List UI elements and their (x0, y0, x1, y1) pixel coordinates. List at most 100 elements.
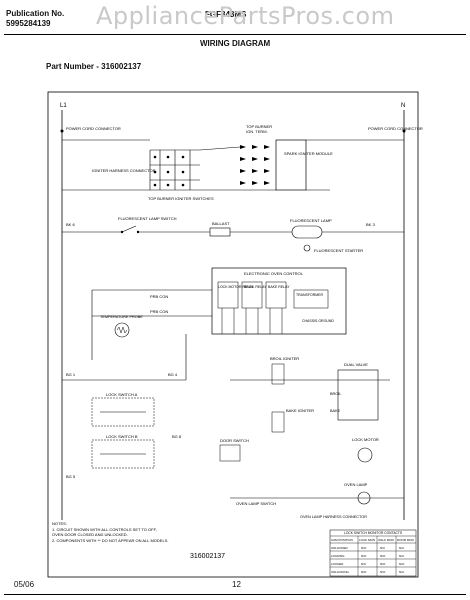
spark-module-label: SPARK IGNITER MODULE (284, 151, 333, 156)
top-burner-switch-bank (149, 149, 200, 191)
dual-valve-box (337, 369, 379, 421)
transformer-label: TRANSFORMER (296, 293, 324, 297)
part-number: Part Number - 316002137 (46, 62, 142, 71)
lock-table-cell: N/O (361, 546, 367, 550)
fluorescent-lamp-label: FLUORESCENT LAMP (290, 218, 332, 223)
lock-table-col-2: UNLK MON (378, 538, 394, 542)
fluorescent-switch-blade (121, 225, 137, 233)
ballast-box (209, 227, 231, 237)
n-label: N (401, 103, 405, 109)
fluorescent-lamp-tube (291, 225, 323, 239)
lock-table-cell: N/O (380, 570, 386, 574)
power-cord-left-label: POWER CORD CONNECTOR (66, 126, 121, 131)
l1-label: L1 (60, 103, 67, 109)
lock-table-cell: UNLOCKING (331, 570, 350, 574)
diagram-part-number: 316002137 (190, 553, 225, 560)
bake-igniter-label: BAKE IGNITER (286, 408, 314, 413)
footer-date: 05/06 (14, 580, 35, 589)
lock-table-col-1: LOCK MON (359, 538, 375, 542)
oven-lamp-label: OVEN LAMP (344, 482, 368, 487)
lock-switch-a-label: LOCK SWITCH A (106, 392, 138, 397)
bk-left-label: BK 6 (66, 222, 75, 227)
note-1: 1. CIRCUIT SHOWN WITH ALL CONTROLS SET T… (52, 527, 157, 532)
bake-igniter-box (271, 411, 285, 433)
diagram-frame (47, 91, 419, 578)
lock-table-cell: N/O (361, 570, 367, 574)
top-burner-switches-label: TOP BURNER IGNITER SWITCHES (148, 196, 214, 201)
power-cord-right-label: POWER CORD CONNECTOR (368, 126, 423, 131)
lock-switch-b-box (91, 439, 155, 469)
lock-table-col-0: CAM POSITION (331, 538, 353, 542)
lock-table-cell: N/C (380, 546, 386, 550)
probe-con-1: PRB CON (150, 294, 168, 299)
lock-table-cell: N/O (380, 562, 386, 566)
door-switch-label: DOOR SWITCH (220, 438, 249, 443)
lock-motor-relay-box (217, 281, 239, 309)
ignition-terminals (240, 145, 270, 185)
lock-motor-relay-label: LOCK MOTOR RELAY (218, 285, 254, 289)
broil-igniter-box (271, 363, 285, 385)
lock-table-cell: N/C (399, 554, 405, 558)
lock-motor-symbol (357, 447, 373, 463)
note-1b: OVEN DOOR CLOSED AND UNLOCKED. (52, 532, 128, 537)
relay-pins (221, 308, 283, 334)
fluorescent-lamp-switch-label: FLUORESCENT LAMP SWITCH (118, 216, 177, 221)
lock-switch-a-box (91, 397, 155, 427)
bake-label: BAKE (330, 409, 341, 413)
lock-table-cell: N/O (399, 562, 405, 566)
probe-con-2: PRB CON (150, 309, 168, 314)
lock-table-cell: UNLOCKED (331, 546, 349, 550)
lock-table-cell: N/C (399, 570, 405, 574)
footer-page: 12 (232, 580, 241, 589)
lock-table-cell: LOCKING (331, 554, 345, 558)
wire-bg1-label: BG 1 (66, 372, 76, 377)
model-number: FGF348MS (205, 10, 247, 19)
top-burner-label-1: TOP BURNER (246, 124, 272, 129)
top-burner-switch-contacts (153, 155, 185, 187)
wire-bg8-label: BG 8 (172, 434, 182, 439)
lock-switch-b-label: LOCK SWITCH B (106, 434, 138, 439)
power-cord-right-dot (402, 129, 406, 133)
top-burner-label-2: IGN. TERM. (246, 129, 268, 134)
lock-switch-table: LOCK SWITCH MONITOR CONTACTS CAM POSITIO… (329, 529, 417, 577)
chassis-ground-label: CHASSIS GROUND (302, 319, 334, 323)
electronic-oven-control-box (211, 267, 347, 335)
bk-right-label: BK 3 (366, 222, 375, 227)
lock-table-cell: LOCKED (331, 562, 344, 566)
publication-number: 5995284139 (6, 19, 51, 28)
bake-relay-label: BAKE RELAY (268, 285, 290, 289)
electronic-oven-control-label: ELECTRONIC OVEN CONTROL (244, 271, 304, 276)
door-switch-box (219, 444, 241, 462)
dual-valve-label: DUAL VALVE (344, 362, 368, 367)
watermark: AppliancePartsPros.com (96, 2, 395, 30)
wire-bg4-label: BG 4 (168, 372, 178, 377)
publication-label: Publication No. (6, 9, 65, 18)
lock-table-cell: N/C (399, 546, 405, 550)
lock-table-cell: N/O (361, 554, 367, 558)
temperature-probe-label: TEMPERATURE PROBE (100, 315, 143, 319)
fluorescent-starter-label: FLUORESCENT STARTER (314, 248, 363, 253)
header-rule (4, 34, 466, 35)
ballast-label: BALLAST (212, 221, 230, 226)
page-title: WIRING DIAGRAM (200, 39, 271, 48)
lock-table-cell: N/C (361, 562, 367, 566)
temperature-probe-symbol (114, 322, 130, 338)
bake-relay-box (265, 281, 287, 309)
spark-module-box (275, 139, 307, 191)
lock-table-title: LOCK SWITCH MONITOR CONTACTS (344, 531, 403, 535)
notes-title: NOTES: (52, 521, 67, 526)
lock-table-cell: N/O (380, 554, 386, 558)
wire-bg5-label: BG 5 (66, 474, 76, 479)
fluorescent-starter-symbol (303, 244, 311, 252)
lock-motor-label: LOCK MOTOR (352, 437, 379, 442)
broil-relay-box (241, 281, 263, 309)
broil-relay-label: BROIL RELAY (244, 285, 267, 289)
footer-rule (4, 594, 466, 595)
oven-lamp-harness-label: OVEN LAMP HARNESS CONNECTOR (300, 515, 367, 519)
igniter-harness-label: IGNITER HARNESS CONNECTOR (92, 168, 156, 173)
oven-lamp-switch-label: OVEN LAMP SWITCH (236, 501, 276, 506)
transformer-box (293, 289, 329, 309)
broil-label: BROIL (330, 392, 341, 396)
oven-lamp-symbol (357, 491, 371, 505)
